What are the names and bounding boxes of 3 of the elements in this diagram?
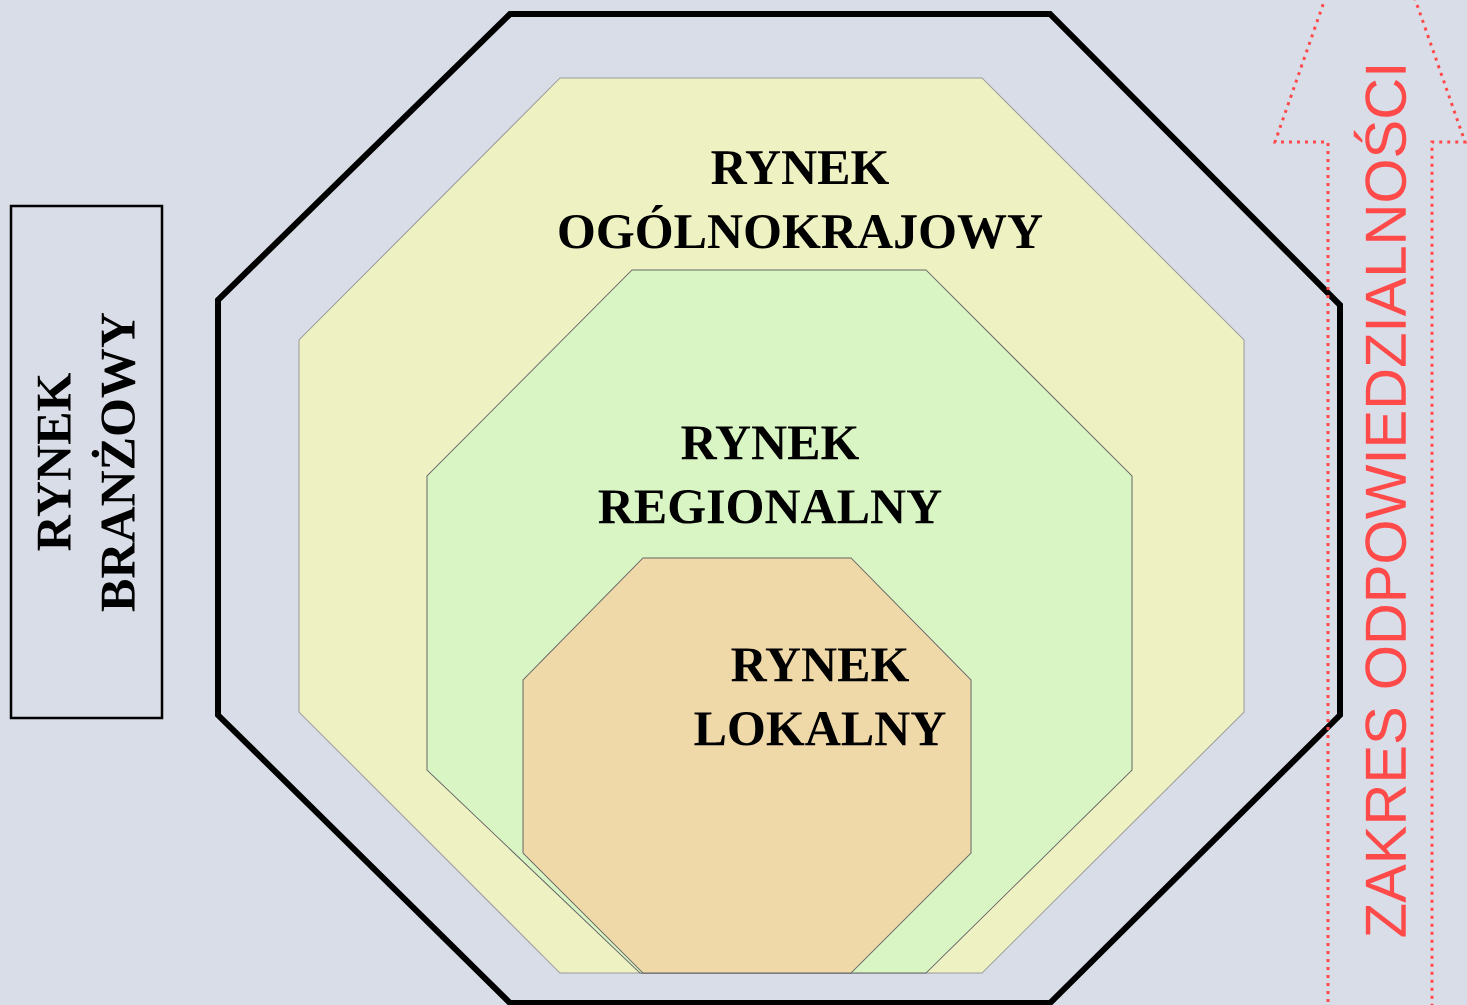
octagon: RYNEK LOKALNY [522, 557, 972, 974]
label-box: RYNEK BRANŻOWY [9, 204, 164, 720]
octagon [215, 11, 1343, 1005]
